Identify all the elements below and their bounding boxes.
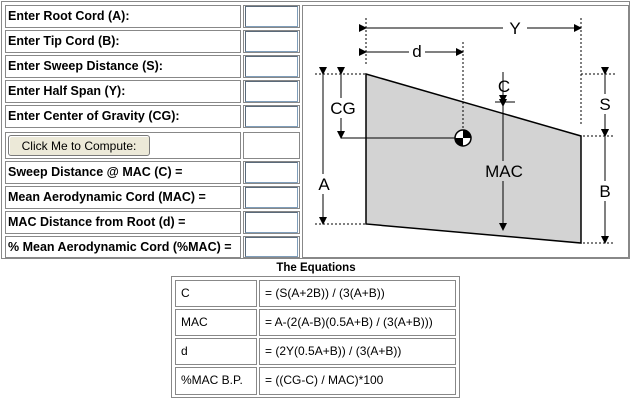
calculator-table: Enter Root Cord (A): Enter Tip Cord (B):… bbox=[1, 1, 630, 259]
eq-formula-c: = (S(A+2B)) / (3(A+B)) bbox=[259, 280, 456, 307]
wing-shape bbox=[365, 73, 582, 244]
sweep-at-mac-output[interactable] bbox=[245, 162, 298, 183]
root-cord-label: Enter Root Cord (A): bbox=[5, 5, 241, 28]
center-of-gravity-input[interactable] bbox=[245, 106, 298, 127]
eq-name-mac: MAC bbox=[175, 309, 257, 336]
percent-mac-cell bbox=[243, 236, 300, 258]
compute-button[interactable]: Click Me to Compute: bbox=[8, 135, 150, 156]
eq-formula-mac: = A-(2(A-B)(0.5A+B) / (3(A+B))) bbox=[259, 309, 456, 336]
c-label: C bbox=[498, 77, 510, 96]
s-label: S bbox=[599, 95, 610, 114]
half-span-label: Enter Half Span (Y): bbox=[5, 80, 241, 103]
half-span-input[interactable] bbox=[245, 81, 298, 102]
eq-name-percent-mac: %MAC B.P. bbox=[175, 367, 257, 395]
percent-mac-output[interactable] bbox=[245, 237, 298, 257]
equations-table: C = (S(A+2B)) / (3(A+B)) MAC = A-(2(A-B)… bbox=[171, 276, 460, 398]
center-of-gravity-cell bbox=[243, 105, 300, 128]
mac-distance-label: MAC Distance from Root (d) = bbox=[5, 211, 241, 234]
mac-cell bbox=[243, 186, 300, 209]
mac-output[interactable] bbox=[245, 187, 298, 208]
eq-name-d: d bbox=[175, 338, 257, 365]
wing-diagram-svg: Y d CG A C MAC bbox=[315, 17, 615, 244]
mac-distance-output[interactable] bbox=[245, 212, 298, 233]
root-cord-input[interactable] bbox=[245, 6, 298, 27]
sweep-at-mac-label: Sweep Distance @ MAC (C) = bbox=[5, 161, 241, 184]
half-span-cell bbox=[243, 80, 300, 103]
sweep-distance-label: Enter Sweep Distance (S): bbox=[5, 55, 241, 78]
cg-marker-icon bbox=[454, 129, 472, 147]
eq-formula-d: = (2Y(0.5A+B)) / (3(A+B)) bbox=[259, 338, 456, 365]
root-cord-cell bbox=[243, 5, 300, 28]
wing-diagram: Y d CG A C MAC bbox=[302, 5, 629, 258]
y-label: Y bbox=[509, 19, 520, 38]
tip-cord-cell bbox=[243, 30, 300, 53]
cg-label: CG bbox=[330, 99, 356, 118]
sweep-at-mac-cell bbox=[243, 161, 300, 184]
eq-formula-percent-mac: = ((CG-C) / MAC)*100 bbox=[259, 367, 456, 395]
equations-title: The Equations bbox=[276, 262, 356, 274]
b-label: B bbox=[599, 182, 610, 201]
sweep-distance-cell bbox=[243, 55, 300, 78]
mac-label-diagram: MAC bbox=[485, 162, 523, 181]
percent-mac-label: % Mean Aerodynamic Cord (%MAC) = bbox=[5, 236, 241, 258]
a-label: A bbox=[318, 175, 330, 194]
tip-cord-label: Enter Tip Cord (B): bbox=[5, 30, 241, 53]
compute-button-cell: Click Me to Compute: bbox=[5, 132, 241, 159]
blank-cell bbox=[243, 132, 300, 159]
mac-distance-cell bbox=[243, 211, 300, 234]
eq-name-c: C bbox=[175, 280, 257, 307]
tip-cord-input[interactable] bbox=[245, 31, 298, 52]
d-label: d bbox=[412, 42, 421, 61]
center-of-gravity-label: Enter Center of Gravity (CG): bbox=[5, 105, 241, 128]
sweep-distance-input[interactable] bbox=[245, 56, 298, 77]
mac-label: Mean Aerodynamic Cord (MAC) = bbox=[5, 186, 241, 209]
